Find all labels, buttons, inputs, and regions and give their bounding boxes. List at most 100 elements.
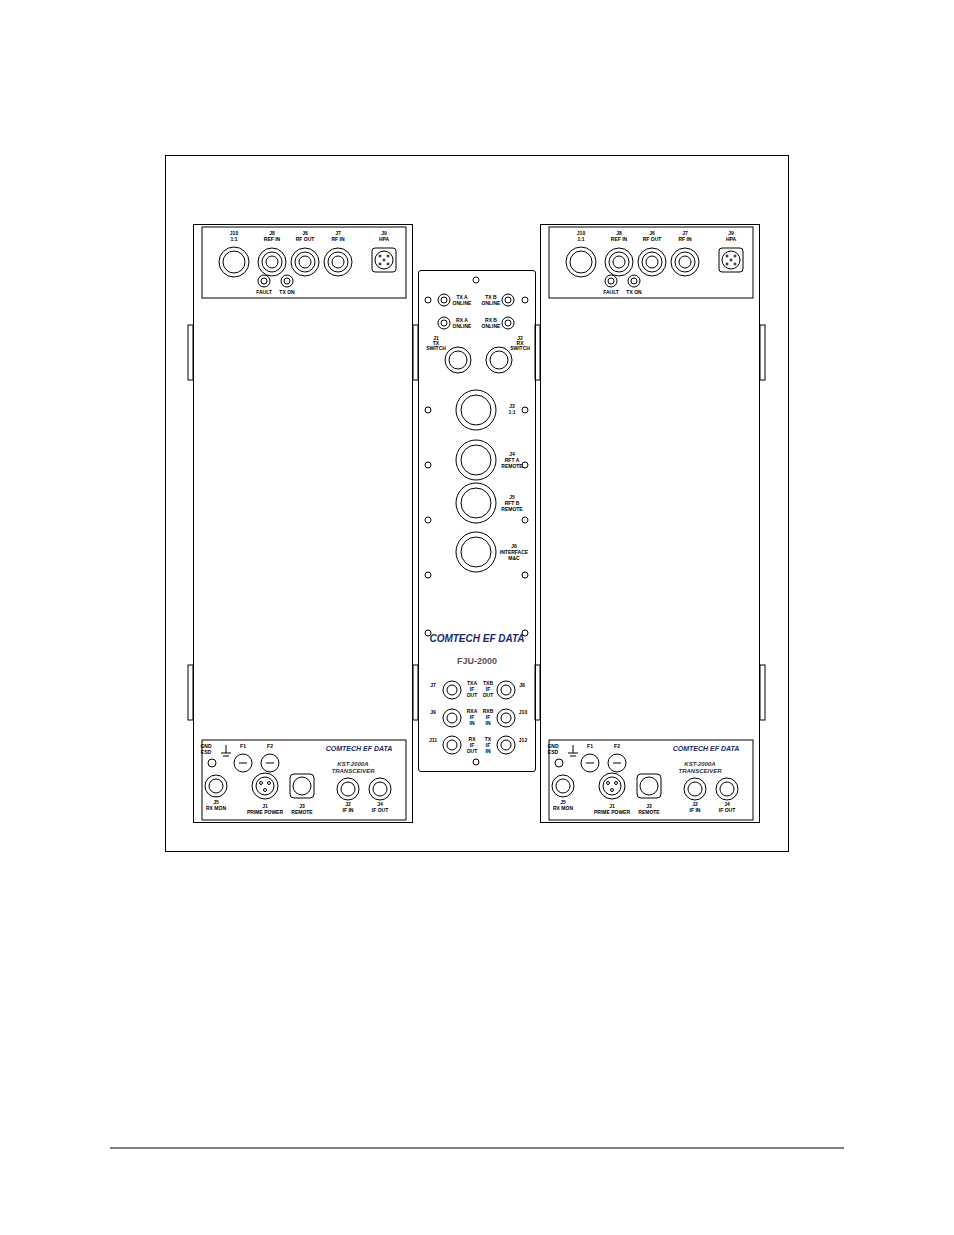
connector-label: SWITCH xyxy=(426,346,446,351)
connector-label: RF OUT xyxy=(643,237,662,242)
connector-label: IF xyxy=(486,743,490,748)
connector-label: J3 xyxy=(646,804,652,809)
connector-label: RX MON xyxy=(553,806,573,811)
connector-label: F2 xyxy=(267,744,273,749)
connector-label: RX A xyxy=(456,318,468,323)
connector-label: RXA xyxy=(467,709,478,714)
connector-label: J10 xyxy=(519,710,527,715)
connector-label: IF xyxy=(470,715,474,720)
connector-label: REF IN xyxy=(611,237,627,242)
connector-label: RX xyxy=(469,737,476,742)
connector-label: J4 xyxy=(509,452,515,457)
connector-label: TX A xyxy=(456,295,467,300)
brand-logo: COMTECH EF DATA xyxy=(429,633,524,644)
connector-label: ONLINE xyxy=(453,324,472,329)
connector-label: J7 xyxy=(682,231,688,236)
connector-label: ESD xyxy=(548,750,558,755)
connector-label: REMOTE xyxy=(501,464,522,469)
connector-label: J9 xyxy=(430,710,436,715)
connector-label: IF xyxy=(486,715,490,720)
model-name: KST-2000A TRANSCEIVER xyxy=(677,761,723,774)
connector-label: J5 xyxy=(213,800,219,805)
connector-label: HPA xyxy=(379,237,389,242)
connector-label: F2 xyxy=(614,744,620,749)
connector-label: J6 xyxy=(302,231,308,236)
connector-label: ONLINE xyxy=(482,301,501,306)
connector-label: IF xyxy=(470,687,474,692)
connector-label: RFT B xyxy=(505,501,520,506)
connector-label: REF IN xyxy=(264,237,280,242)
connector-label: J9 xyxy=(728,231,734,236)
connector-label: TX xyxy=(485,737,491,742)
connector-label: IF xyxy=(486,687,490,692)
model-name: FJU-2000 xyxy=(457,656,497,666)
connector-label: J8 xyxy=(269,231,275,236)
connector-label: INTERFACE xyxy=(500,550,528,555)
connector-label: J2 xyxy=(692,802,698,807)
connector-label: J11 xyxy=(429,738,437,743)
connector-label: GND xyxy=(547,744,558,749)
connector-label: J7 xyxy=(335,231,341,236)
connector-label: TX ON xyxy=(279,290,294,295)
connector-label: IN xyxy=(486,749,491,754)
connector-label: IF IN xyxy=(690,808,701,813)
connector-label: J4 xyxy=(724,802,730,807)
connector-label: J5 xyxy=(509,495,515,500)
connector-label: 1:1 xyxy=(230,237,237,242)
connector-label: RX MON xyxy=(206,806,226,811)
connector-label: J1 xyxy=(609,804,615,809)
connector-label: ESD xyxy=(201,750,211,755)
connector-label: IN xyxy=(486,721,491,726)
connector-label: RF IN xyxy=(331,237,344,242)
connector-label: IF xyxy=(470,743,474,748)
connector-label: TXA xyxy=(467,681,477,686)
connector-label: J9 xyxy=(381,231,387,236)
model-name: KST-2000A TRANSCEIVER xyxy=(330,761,376,774)
connector-label: RX B xyxy=(485,318,497,323)
connector-label: J3 xyxy=(299,804,305,809)
connector-label: J6 xyxy=(511,544,517,549)
connector-label: RF OUT xyxy=(296,237,315,242)
connector-label: IF OUT xyxy=(372,808,388,813)
connector-label: TXB xyxy=(483,681,493,686)
connector-label: OUT xyxy=(483,693,494,698)
connector-label: REMOTE xyxy=(638,810,659,815)
connector-label: M&C xyxy=(508,556,519,561)
transceiver-unit: COMTECH EF DATAKST-2000A TRANSCEIVER xyxy=(193,224,413,823)
connector-label: J2 xyxy=(345,802,351,807)
connector-label: IN xyxy=(470,721,475,726)
connector-label: FAULT xyxy=(256,290,272,295)
connector-label: RF IN xyxy=(678,237,691,242)
connector-label: J10 xyxy=(230,231,238,236)
connector-label: PRIME POWER xyxy=(247,810,283,815)
connector-label: J6 xyxy=(649,231,655,236)
connector-label: IF IN xyxy=(343,808,354,813)
connector-label: 1:1 xyxy=(508,410,515,415)
connector-label: IF OUT xyxy=(719,808,735,813)
connector-label: PRIME POWER xyxy=(594,810,630,815)
connector-label: 1:1 xyxy=(577,237,584,242)
connector-label: GND xyxy=(200,744,211,749)
connector-label: ONLINE xyxy=(482,324,501,329)
connector-label: J8 xyxy=(616,231,622,236)
connector-label: REMOTE xyxy=(291,810,312,815)
transceiver-unit: COMTECH EF DATA KST-2000A TRANSCEIVER xyxy=(540,224,760,823)
connector-label: FAULT xyxy=(603,290,619,295)
connector-label: HPA xyxy=(726,237,736,242)
connector-label: J12 xyxy=(519,738,527,743)
connector-label: OUT xyxy=(467,749,478,754)
connector-label: RXB xyxy=(483,709,494,714)
connector-label: J7 xyxy=(430,683,436,688)
connector-label: J10 xyxy=(577,231,585,236)
connector-label: REMOTE xyxy=(501,507,522,512)
connector-label: SWITCH xyxy=(510,346,530,351)
connector-label: J1 xyxy=(262,804,268,809)
connector-label: ONLINE xyxy=(453,301,472,306)
connector-label: F1 xyxy=(587,744,593,749)
connector-label: TX B xyxy=(485,295,496,300)
brand-logo: COMTECH EF DATA xyxy=(673,745,740,752)
connector-label: F1 xyxy=(240,744,246,749)
connector-label: J4 xyxy=(377,802,383,807)
connector-label: J5 xyxy=(560,800,566,805)
